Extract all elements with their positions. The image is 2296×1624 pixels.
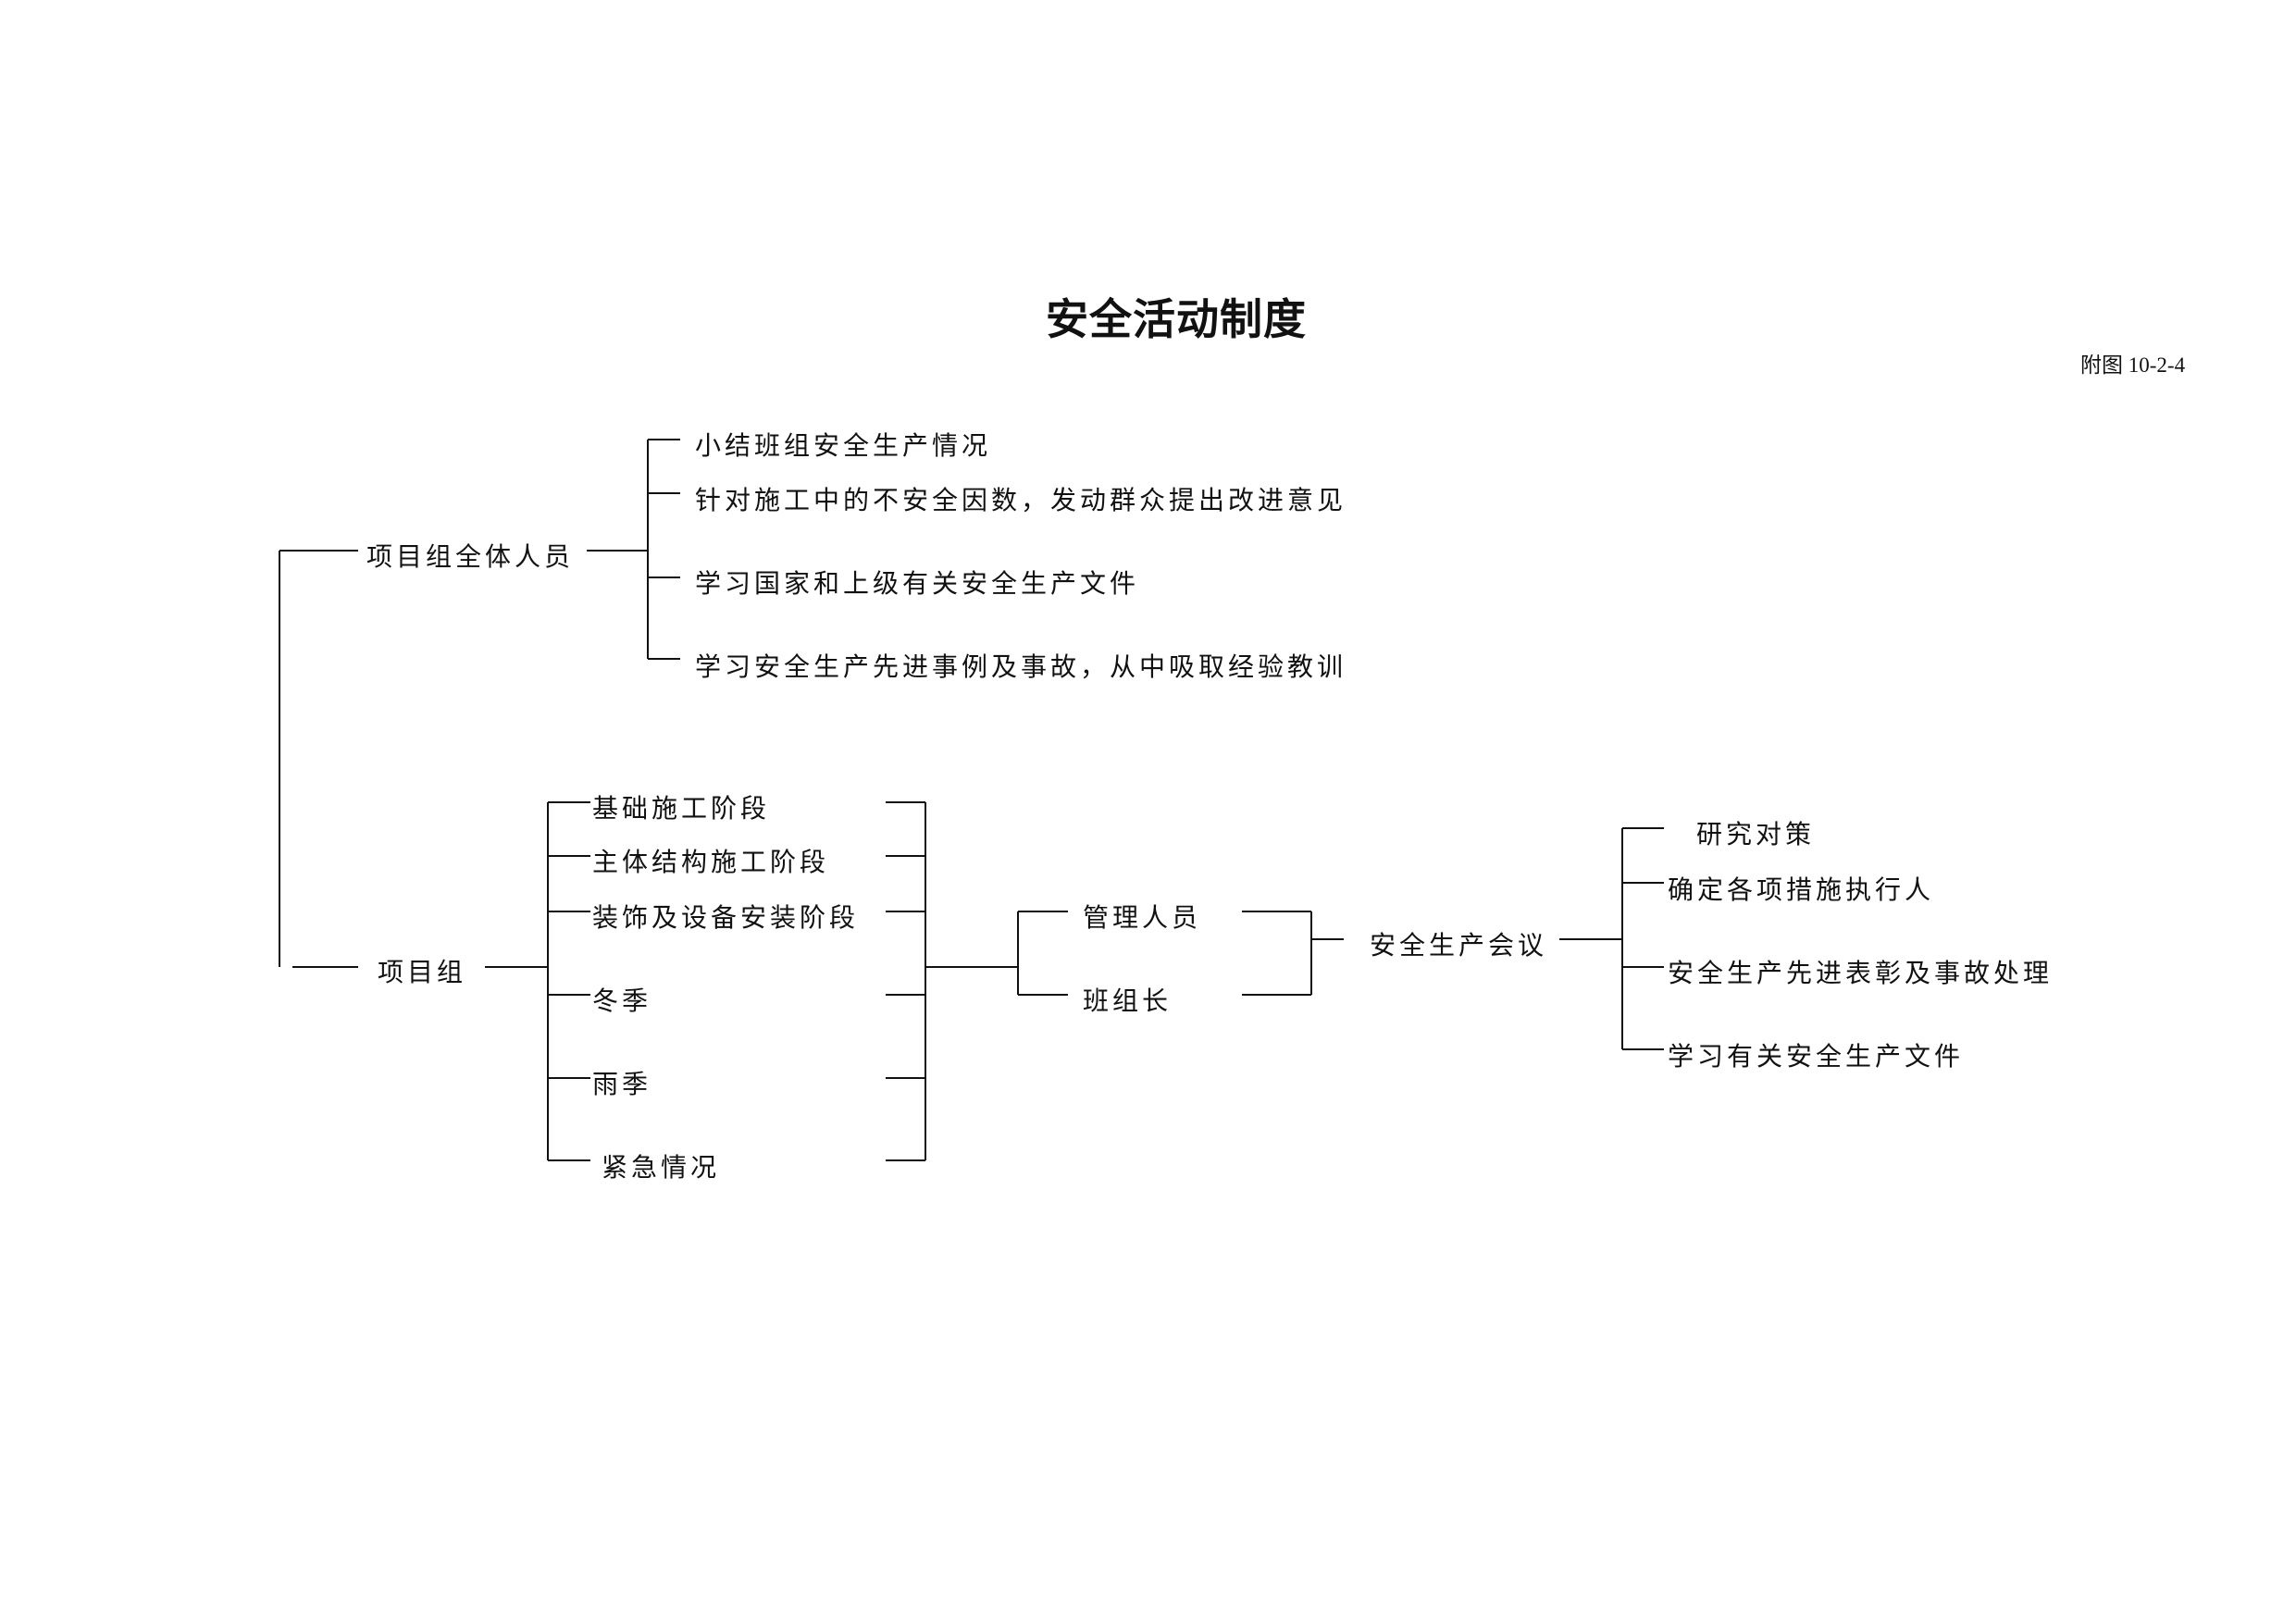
meeting-item-3: 安全生产先进表彰及事故处理: [1668, 958, 2054, 988]
meeting-item-4: 学习有关安全生产文件: [1668, 1041, 1965, 1072]
role-team-leader: 班组长: [1083, 986, 1173, 1016]
stage-2: 主体结构施工阶段: [592, 847, 830, 877]
node-all-staff: 项目组全体人员: [366, 541, 575, 572]
all-staff-item-2: 针对施工中的不安全因数，发动群众提出改进意见: [695, 485, 1347, 515]
stage-5: 雨季: [592, 1069, 652, 1099]
node-safety-meeting: 安全生产会议: [1370, 930, 1548, 961]
meeting-item-1: 研究对策: [1696, 819, 1816, 849]
stage-3: 装饰及设备安装阶段: [592, 902, 860, 933]
stage-6: 紧急情况: [602, 1152, 721, 1183]
meeting-item-2: 确定各项措施执行人: [1668, 874, 1935, 905]
role-manager: 管理人员: [1083, 902, 1202, 933]
stage-4: 冬季: [592, 986, 652, 1016]
all-staff-item-3: 学习国家和上级有关安全生产文件: [695, 568, 1140, 599]
all-staff-item-1: 小结班组安全生产情况: [695, 430, 992, 461]
all-staff-item-4: 学习安全生产先进事例及事故，从中吸取经验教训: [695, 651, 1347, 682]
page-title: 安全活动制度: [1046, 294, 1307, 344]
figure-number: 附图 10-2-4: [2080, 353, 2186, 377]
node-project-group: 项目组: [378, 957, 467, 987]
stage-1: 基础施工阶段: [592, 793, 771, 824]
